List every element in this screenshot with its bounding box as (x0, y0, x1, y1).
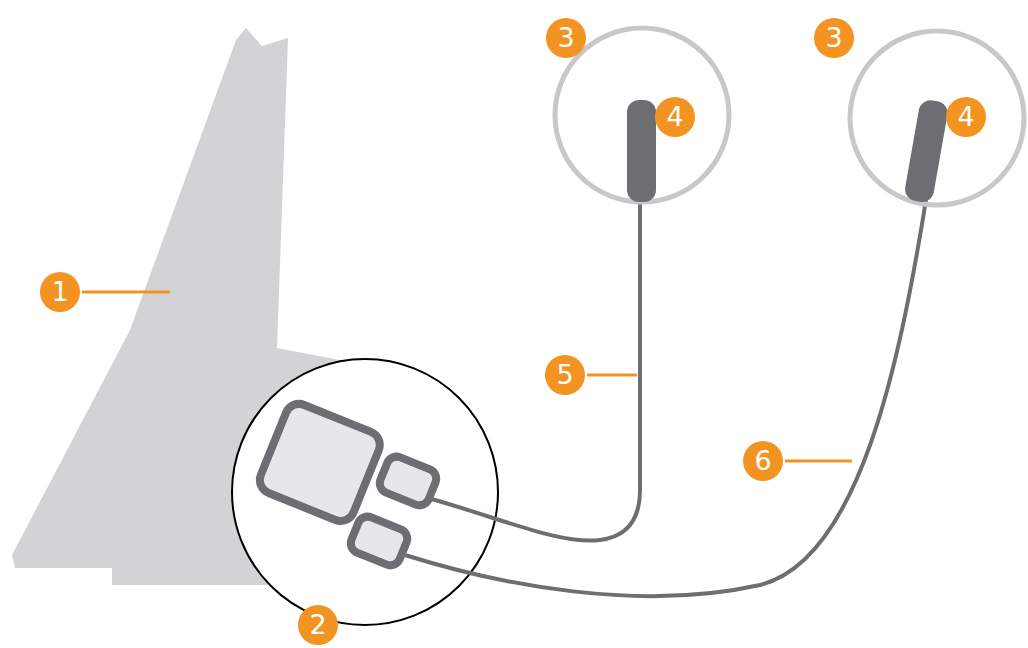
sensor (903, 98, 949, 203)
callout-number: 1 (40, 272, 80, 312)
ear-circle (555, 28, 729, 202)
callout-number: 4 (655, 97, 695, 137)
callout-number: 5 (545, 355, 585, 395)
cable-6 (405, 200, 926, 596)
ear-circle (850, 31, 1024, 205)
cable-5 (428, 200, 640, 541)
adapter (256, 400, 440, 569)
callout-number: 4 (946, 97, 986, 137)
callout-number: 3 (546, 18, 586, 58)
callout-number: 6 (743, 441, 783, 481)
callout-number: 2 (298, 605, 338, 645)
sensor (627, 100, 656, 202)
leader-lines (82, 292, 852, 461)
callout-number: 3 (814, 18, 854, 58)
zoom-circle (232, 359, 498, 625)
